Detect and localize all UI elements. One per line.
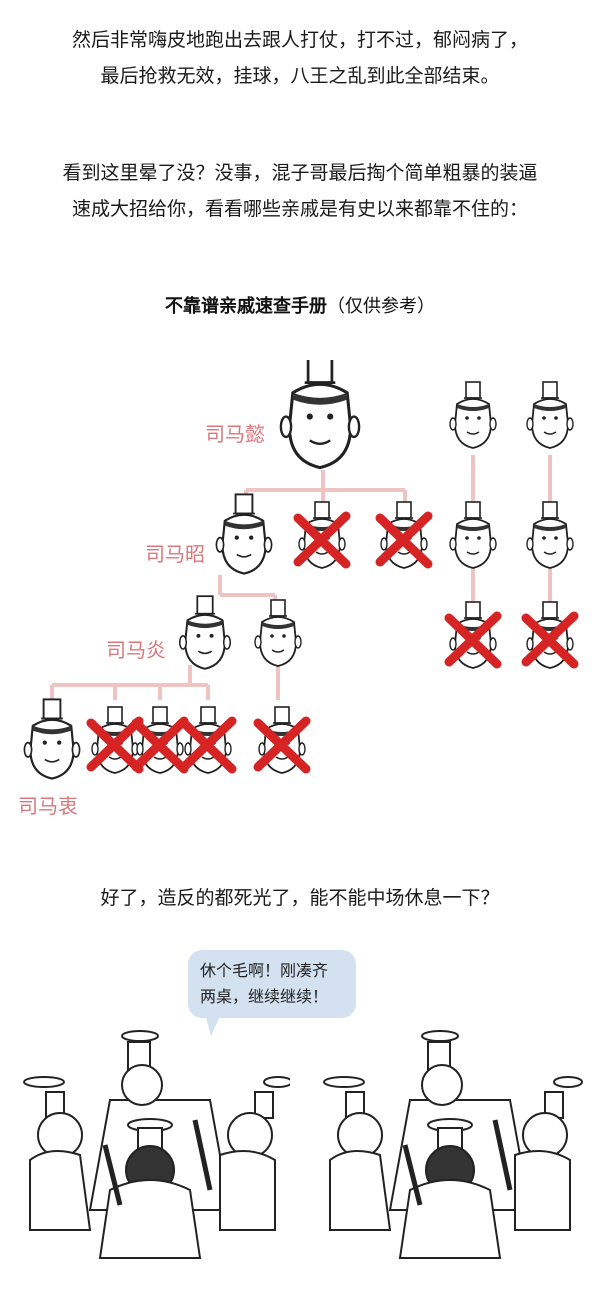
- uncle-1-portrait: [298, 501, 346, 569]
- paragraph-2: 看到这里晕了没？没事，混子哥最后掏个简单粗暴的装逼 速成大招给你，看看哪些亲戚是…: [0, 155, 600, 227]
- brother-1-portrait: [91, 706, 139, 774]
- right-a-gen2-portrait: [449, 501, 497, 569]
- family-tree-illustration: [23, 360, 600, 780]
- label-sima-zhong: 司马衷: [18, 794, 78, 818]
- chart-title: 不靠谱亲戚速查手册（仅供参考）: [0, 292, 600, 318]
- brother-2-portrait: [136, 706, 184, 774]
- sima-zhong-portrait: [23, 698, 81, 780]
- mahjong-scene-left: [23, 1030, 290, 1259]
- speech-bubble-tail: [205, 1014, 221, 1036]
- nephew-portrait: [258, 706, 306, 774]
- chart-title-note: （仅供参考）: [327, 296, 435, 317]
- right-b-gen3-portrait: [526, 601, 574, 669]
- sima-you-portrait: [254, 599, 302, 667]
- paragraph-3: 好了，造反的都死光了，能不能中场休息一下？: [100, 887, 500, 909]
- right-b-gen1-portrait: [526, 381, 574, 449]
- label-sima-zhao: 司马昭: [145, 542, 205, 566]
- sima-yan-portrait: [178, 595, 232, 670]
- speech-bubble-line-2: 两桌，继续继续！: [200, 987, 329, 1006]
- brother-3-portrait: [184, 706, 232, 774]
- mahjong-scene-right: [323, 1030, 583, 1259]
- right-b-gen2-portrait: [526, 501, 574, 569]
- right-a-gen1-portrait: [449, 381, 497, 449]
- sima-zhao-portrait: [215, 493, 273, 575]
- paragraph-1: 然后非常嗨皮地跑出去跟人打仗，打不过，郁闷病了， 最后抢救无效，挂球，八王之乱到…: [0, 22, 600, 94]
- uncle-2-portrait: [380, 501, 428, 569]
- chart-title-main: 不靠谱亲戚速查手册: [165, 296, 327, 317]
- paragraph-2-line-2: 速成大招给你，看看哪些亲戚是有史以来都靠不住的：: [71, 198, 528, 220]
- speech-bubble-line-1: 休个毛啊！刚凑齐: [200, 961, 329, 980]
- label-sima-yi: 司马懿: [205, 422, 265, 446]
- paragraph-1-line-2: 最后抢救无效，挂球，八王之乱到此全部结束。: [100, 65, 500, 87]
- speech-bubble: 休个毛啊！刚凑齐 两桌，继续继续！: [188, 950, 356, 1018]
- paragraph-1-line-1: 然后非常嗨皮地跑出去跟人打仗，打不过，郁闷病了，: [71, 29, 528, 51]
- paragraph-2-line-1: 看到这里晕了没？没事，混子哥最后掏个简单粗暴的装逼: [62, 162, 538, 184]
- tree-connectors: [50, 455, 552, 700]
- right-a-gen3-portrait: [449, 601, 497, 669]
- sima-yi-portrait: [279, 360, 361, 470]
- label-sima-yan: 司马炎: [106, 638, 166, 662]
